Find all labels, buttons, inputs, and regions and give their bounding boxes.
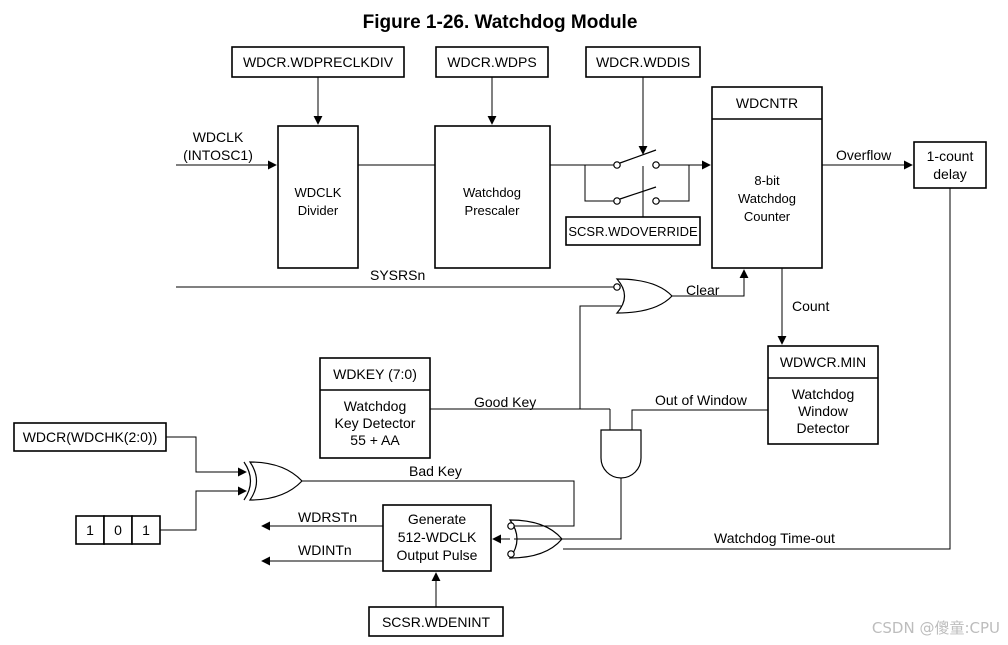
overflow-label: Overflow (836, 147, 892, 163)
wdoverride-switch (613, 186, 660, 205)
wdclk-label-2: (INTOSC1) (183, 147, 253, 163)
pulse-generator-block: Generate 512-WDCLK Output Pulse (382, 504, 492, 572)
check-xor-gate (243, 461, 303, 501)
key-detector-block: WDKEY (7:0) Watchdog Key Detector 55 + A… (319, 357, 431, 459)
counter-line-3: Counter (744, 209, 791, 224)
reg-wddis: WDCR.WDDIS (585, 46, 701, 78)
key-detector-line-1: Watchdog (344, 398, 407, 414)
one-count-delay-block: 1-count delay (913, 141, 987, 189)
window-detector-line-1: Watchdog (792, 386, 855, 402)
key-detector-line-3: 55 + AA (350, 432, 400, 448)
wdclk-label-1: WDCLK (193, 129, 244, 145)
window-detector-line-3: Detector (797, 420, 850, 436)
pulse-line-1: Generate (408, 511, 467, 527)
clear-label: Clear (686, 282, 720, 298)
check-bit-1: 0 (114, 522, 122, 538)
delay-line-2: delay (933, 166, 966, 182)
bad-key-label: Bad Key (409, 463, 462, 479)
reg-wdps-label: WDCR.WDPS (447, 54, 536, 70)
wdclk-divider-block: WDCLK Divider (277, 125, 359, 269)
reg-wdchk-label: WDCR(WDCHK(2:0)) (23, 429, 158, 445)
figure-title: Figure 1-26. Watchdog Module (363, 12, 638, 33)
wdcntr-label: WDCNTR (736, 95, 798, 111)
timeout-label: Watchdog Time-out (714, 530, 835, 546)
pulse-line-3: Output Pulse (397, 547, 478, 563)
clear-or-gate (613, 278, 673, 314)
window-detector-line-2: Window (798, 403, 849, 419)
reg-wdwcr-min-label: WDWCR.MIN (780, 354, 866, 370)
reg-wdchk: WDCR(WDCHK(2:0)) (13, 422, 167, 452)
watchdog-counter-block: WDCNTR 8-bit Watchdog Counter (711, 86, 823, 269)
wddis-switch (613, 149, 660, 169)
reg-wdkey-label: WDKEY (7:0) (333, 366, 417, 382)
counter-line-2: Watchdog (738, 191, 796, 206)
counter-line-1: 8-bit (754, 173, 780, 188)
pulse-line-2: 512-WDCLK (398, 529, 477, 545)
watermark: CSDN @傻童:CPU (872, 619, 1000, 637)
check-bits: 1 0 1 (75, 515, 161, 545)
check-bit-0: 1 (86, 522, 94, 538)
divider-line-1: WDCLK (295, 185, 342, 200)
reg-wdenint-label: SCSR.WDENINT (382, 614, 491, 630)
reg-wdenint: SCSR.WDENINT (368, 606, 504, 637)
divider-line-2: Divider (298, 203, 339, 218)
wires (160, 77, 951, 607)
prescaler-line-2: Prescaler (465, 203, 521, 218)
reg-wdprclkdiv-label: WDCR.WDPRECLKDIV (243, 54, 394, 70)
reg-wdoverride-label: SCSR.WDOVERRIDE (568, 224, 698, 239)
reg-wdprclkdiv: WDCR.WDPRECLKDIV (231, 46, 405, 78)
watchdog-prescaler-block: Watchdog Prescaler (434, 125, 551, 269)
delay-line-1: 1-count (927, 148, 974, 164)
wdrstn-label: WDRSTn (298, 509, 357, 525)
count-label: Count (792, 298, 829, 314)
window-and-gate (600, 429, 642, 479)
key-detector-line-2: Key Detector (335, 415, 416, 431)
wdintn-label: WDINTn (298, 542, 352, 558)
prescaler-line-1: Watchdog (463, 185, 521, 200)
reg-wdoverride: SCSR.WDOVERRIDE (565, 216, 701, 246)
reg-wdps: WDCR.WDPS (435, 46, 549, 78)
good-key-label: Good Key (474, 394, 536, 410)
sysrsn-label: SYSRSn (370, 267, 425, 283)
window-detector-block: WDWCR.MIN Watchdog Window Detector (767, 345, 879, 445)
out-of-window-label: Out of Window (655, 392, 748, 408)
check-bit-2: 1 (142, 522, 150, 538)
reg-wddis-label: WDCR.WDDIS (596, 54, 690, 70)
